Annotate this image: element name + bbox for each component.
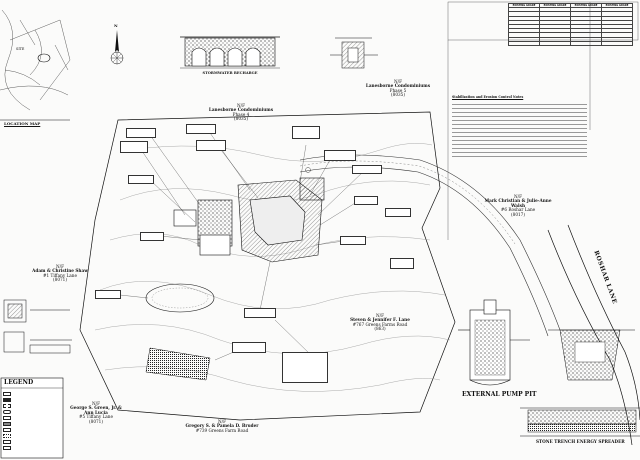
owner-ref: (863) [374,326,386,332]
spreader-title: STONE TRENCH ENERGY SPREADER [536,439,625,444]
owner-center-right: N/F Steven & Jennifer F. Lane #767 Green… [340,313,420,332]
legend-title: LEGEND [4,379,34,386]
owner-ref: (8035) [234,116,248,122]
external-pump-pit-detail [458,299,530,386]
left-detail-drawings [3,299,72,354]
callout-box [244,308,276,318]
owner-bottom-center: N/F Gregory S. & Pamela D. Bruder #739 G… [182,419,262,433]
owner-prefix: N/F [218,419,226,424]
notes-title: Stabilization and Erosion Control Notes [452,95,524,99]
owner-sub: #739 Greens Farm Road [195,427,249,433]
callout-box [292,126,320,139]
owner-left: N/F Adam & Christine Shaw #1 Tiffany Lan… [30,264,90,283]
owner-sub: #767 Greens Farms Road [352,321,408,327]
owner-name: Lanesborne Condominiums [365,83,431,89]
owner-ref: (8035) [391,92,405,98]
callout-box [324,150,356,161]
property-boundary [79,111,456,421]
survey-marker-icon [305,167,311,173]
owner-sub: #1 Tiffany Lane [43,272,77,278]
owner-prefix: N/F [56,264,64,269]
grading-col-header: EXISTING GRADE [570,2,602,9]
recharge-area [145,283,215,313]
owner-sub: Phase 5 [389,87,407,93]
energy-spreader-detail [520,407,640,437]
callout-box [120,141,148,153]
legend-box [0,377,64,459]
owner-ref: (8071) [89,418,103,424]
callout-box [232,342,266,353]
owner-name: Steven & Jennifer F. Lane [350,317,410,323]
callout-box-large [282,352,328,383]
callout-box [354,196,378,205]
owner-sub: #6 Roshar Lane [500,207,536,213]
site-label: SITE [16,47,25,51]
owner-sub: #5 Tiffany Lane [79,414,113,420]
owner-ref: (8071) [53,277,67,283]
callout-box [128,175,154,184]
grading-col-header: EXISTING GRADE [539,2,571,9]
north-arrow-label: N [114,23,118,28]
location-map-title: LOCATION MAP [4,121,41,126]
legend-symbol-fence [3,434,11,438]
owner-bottom-left: N/F George S. Green, Jr. & Ann Lucia #5 … [66,401,126,424]
legend-symbol-lamp [3,428,11,432]
legend-symbol-electric [3,440,11,444]
callout-box [196,140,226,151]
owner-prefix: N/F [394,79,402,84]
external-pump-pit-title: EXTERNAL PUMP PIT [462,391,537,398]
legend-symbol-wall [3,398,11,402]
owner-ref: (8017) [511,211,525,217]
owner-right: N/F Mark Christian & Julie-Anne Walsh #6… [478,194,558,217]
owner-name: Mark Christian & Julie-Anne Walsh [484,198,552,208]
callout-box [352,165,382,174]
callout-box [385,208,411,217]
owner-top-right: N/F Lanesborne Condominiums Phase 5 (803… [358,79,438,98]
legend-symbol-utility [3,410,11,414]
owner-name: Adam & Christine Shaw [32,268,88,274]
owner-prefix: N/F [376,313,384,318]
callout-box [186,124,216,134]
owner-name: Lanesborne Condominiums [208,107,274,113]
owner-sub: Phase 4 [232,111,250,117]
location-map [0,9,71,111]
callout-box [390,258,414,269]
grading-table: EXISTING GRADE EXISTING GRADE EXISTING G… [508,2,633,46]
legend-symbol-drain [3,446,11,450]
owner-prefix: N/F [92,401,100,406]
owner-prefix: N/F [237,103,245,108]
legend-symbol-contour [3,404,11,408]
owner-name: Gregory S. & Pamela D. Bruder [185,423,259,429]
callout-box [340,236,366,245]
legend-symbol-gas [3,422,11,426]
legend-symbol-water [3,416,11,420]
stone-trench [145,347,211,381]
callout-box [140,232,164,241]
callout-box [95,290,121,299]
notes-body-placeholder [452,102,587,157]
owner-name: George S. Green, Jr. & Ann Lucia [70,405,122,415]
owner-prefix: N/F [514,194,522,199]
owner-top-center: N/F Lanesborne Condominiums Phase 4 (803… [206,103,276,122]
callout-box [126,128,156,138]
trench-detail [548,329,635,381]
leader-lines [119,129,366,361]
grading-col-header: EXISTING GRADE [508,2,540,9]
house-footprint [173,177,325,263]
grading-col-header: EXISTING GRADE [601,2,633,9]
stormwater-recharge-detail [180,36,280,69]
manhole-detail [330,37,378,69]
driveway [299,154,561,337]
stormwater-recharge-title: STORMWATER RECHARGE [202,71,258,75]
north-arrow-icon [110,30,124,65]
legend-symbol-boundary [3,392,11,396]
